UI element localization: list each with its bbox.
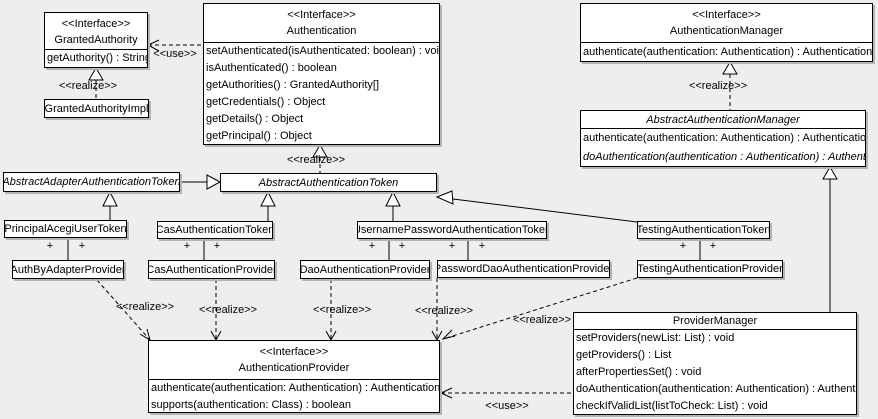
method: isAuthenticated() : boolean bbox=[206, 62, 337, 74]
assoc-plus: + bbox=[183, 240, 191, 252]
assoc-plus: + bbox=[709, 240, 717, 252]
stereotype-label: <<Interface>> bbox=[259, 346, 329, 358]
method: setProviders(newList: List) : void bbox=[576, 332, 735, 344]
edge-label-realize: <<realize>> bbox=[58, 80, 118, 92]
class-name: AbstractAdapterAuthenticationToken bbox=[3, 176, 180, 188]
class-testing-authentication-token[interactable]: TestingAuthenticationToken bbox=[637, 221, 770, 239]
class-principal-acegi-user-token[interactable]: PrincipalAcegiUserToken bbox=[4, 220, 127, 238]
class-name: CasAuthenticationProvider bbox=[148, 263, 275, 276]
class-name: DaoAuthenticationProvider bbox=[300, 263, 430, 276]
assoc-plus: + bbox=[213, 240, 221, 252]
use-arrowhead-authenticationprovider bbox=[439, 387, 453, 399]
class-name: PrincipalAcegiUserToken bbox=[4, 223, 127, 235]
method: getPrincipal() : Object bbox=[206, 130, 312, 142]
realize-triangle-authenticationmanager bbox=[722, 61, 738, 75]
class-provider-manager[interactable]: ProviderManager setProviders(newList: Li… bbox=[573, 312, 857, 415]
class-name: GrantedAuthorityImpl bbox=[44, 102, 149, 115]
class-granted-authority-impl[interactable]: GrantedAuthorityImpl bbox=[44, 99, 149, 118]
assoc-plus: + bbox=[679, 240, 687, 252]
method: doAuthentication(authentication : Authen… bbox=[583, 151, 865, 163]
class-cas-authentication-provider[interactable]: CasAuthenticationProvider bbox=[148, 260, 275, 279]
stereotype-label: <<Interface>> bbox=[692, 9, 761, 21]
method: getAuthorities() : GrantedAuthority[] bbox=[206, 79, 380, 91]
class-abstract-authentication-manager[interactable]: AbstractAuthenticationManager authentica… bbox=[580, 110, 866, 167]
edge-label-realize: <<realize>> bbox=[286, 154, 346, 166]
use-arrowhead-grantedauthority bbox=[146, 39, 160, 52]
class-name: TestingAuthenticationProvider bbox=[637, 263, 783, 275]
assoc-plus: + bbox=[398, 240, 406, 252]
edge-label-realize: <<realize>> bbox=[115, 301, 175, 313]
class-name: Authentication bbox=[286, 25, 357, 37]
method: getDetails() : Object bbox=[206, 113, 304, 125]
class-name: CasAuthenticationToken bbox=[157, 224, 273, 236]
class-auth-by-adapter-provider[interactable]: AuthByAdapterProvider bbox=[12, 260, 124, 279]
class-username-password-authentication-token[interactable]: UsernamePasswordAuthenticationToken bbox=[357, 221, 547, 239]
class-abstract-adapter-authentication-token[interactable]: AbstractAdapterAuthenticationToken bbox=[3, 172, 180, 192]
gen-triangle-abstracttoken-left bbox=[206, 174, 222, 190]
stereotype-label: <<Interface>> bbox=[61, 18, 131, 30]
class-name: UsernamePasswordAuthenticationToken bbox=[357, 224, 547, 236]
method: authenticate(authentication: Authenticat… bbox=[583, 132, 865, 144]
method: getProviders() : List bbox=[576, 349, 672, 361]
method: checkIfValidList(listToCheck: List) : vo… bbox=[576, 400, 768, 412]
assoc-plus: + bbox=[78, 240, 86, 252]
method: getCredentials() : Object bbox=[206, 96, 326, 108]
gen-triangle-adaptertoken bbox=[102, 190, 118, 207]
assoc-plus: + bbox=[46, 240, 54, 252]
class-header: AbstractAuthenticationManager bbox=[581, 111, 865, 129]
gen-triangle-abstractmanager bbox=[822, 166, 838, 180]
class-authentication-manager[interactable]: <<Interface>> AuthenticationManager auth… bbox=[580, 3, 873, 62]
class-name: AbstractAuthenticationToken bbox=[258, 176, 399, 189]
class-granted-authority[interactable]: <<Interface>> GrantedAuthority getAuthor… bbox=[44, 12, 148, 68]
method: getAuthority() : String bbox=[47, 52, 147, 64]
method: doAuthentication(authentication: Authent… bbox=[576, 383, 856, 395]
class-authentication-provider[interactable]: <<Interface>> AuthenticationProvider aut… bbox=[148, 340, 440, 413]
class-name: GrantedAuthority bbox=[54, 34, 138, 46]
class-header: <<Interface>> Authentication bbox=[204, 4, 439, 43]
gen-triangle-castoken bbox=[260, 190, 276, 207]
class-authentication[interactable]: <<Interface>> Authentication setAuthenti… bbox=[203, 3, 440, 145]
edge-label-use: <<use>> bbox=[153, 48, 197, 60]
method: afterPropertiesSet() : void bbox=[576, 366, 702, 378]
edge-label-realize: <<realize>> bbox=[312, 304, 372, 316]
gen-triangle-userpasstoken bbox=[385, 190, 401, 207]
class-testing-authentication-provider[interactable]: TestingAuthenticationProvider bbox=[637, 260, 783, 278]
realize-line-authbyadapter bbox=[96, 279, 151, 341]
class-name: PasswordDaoAuthenticationProvider bbox=[437, 263, 610, 275]
class-name: AbstractAuthenticationManager bbox=[646, 113, 800, 126]
class-header: <<Interface>> AuthenticationManager bbox=[581, 4, 872, 43]
gen-line-testing-token bbox=[452, 198, 638, 223]
assoc-plus: + bbox=[448, 240, 456, 252]
realize-triangle-authentication bbox=[312, 144, 328, 158]
method: setAuthenticated(isAuthenticated: boolea… bbox=[206, 45, 439, 57]
class-header: <<Interface>> AuthenticationProvider bbox=[149, 341, 439, 380]
class-password-dao-authentication-provider[interactable]: PasswordDaoAuthenticationProvider bbox=[437, 260, 610, 278]
assoc-plus: + bbox=[368, 240, 376, 252]
edge-label-realize: <<realize>> bbox=[198, 304, 258, 316]
gen-triangle-testingtoken bbox=[435, 190, 454, 205]
edge-label-realize: <<realize>> bbox=[414, 305, 474, 317]
method: supports(authentication: Class) : boolea… bbox=[151, 399, 351, 411]
class-name: TestingAuthenticationToken bbox=[637, 224, 770, 236]
class-header: <<Interface>> GrantedAuthority bbox=[45, 13, 147, 50]
edge-label-use: <<use>> bbox=[485, 400, 529, 412]
edge-label-realize: <<realize>> bbox=[512, 314, 572, 326]
realize-line-testingprovider bbox=[442, 277, 638, 340]
method: authenticate(authentication: Authenticat… bbox=[151, 382, 439, 394]
edge-label-realize: <<realize>> bbox=[688, 80, 748, 92]
class-name: AuthByAdapterProvider bbox=[12, 263, 124, 276]
stereotype-label: <<Interface>> bbox=[287, 9, 356, 21]
class-name: ProviderManager bbox=[672, 315, 758, 327]
realize-arrowhead-testingprovider bbox=[441, 329, 456, 340]
class-name: AuthenticationProvider bbox=[238, 362, 350, 374]
realize-triangle-grantedauthority bbox=[88, 67, 104, 81]
class-dao-authentication-provider[interactable]: DaoAuthenticationProvider bbox=[300, 260, 430, 279]
method: authenticate(authentication: Authenticat… bbox=[583, 46, 872, 58]
class-header: ProviderManager bbox=[574, 313, 856, 330]
class-name: AuthenticationManager bbox=[669, 25, 784, 37]
class-cas-authentication-token[interactable]: CasAuthenticationToken bbox=[157, 221, 273, 239]
assoc-plus: + bbox=[478, 240, 486, 252]
class-abstract-authentication-token[interactable]: AbstractAuthenticationToken bbox=[220, 173, 437, 192]
